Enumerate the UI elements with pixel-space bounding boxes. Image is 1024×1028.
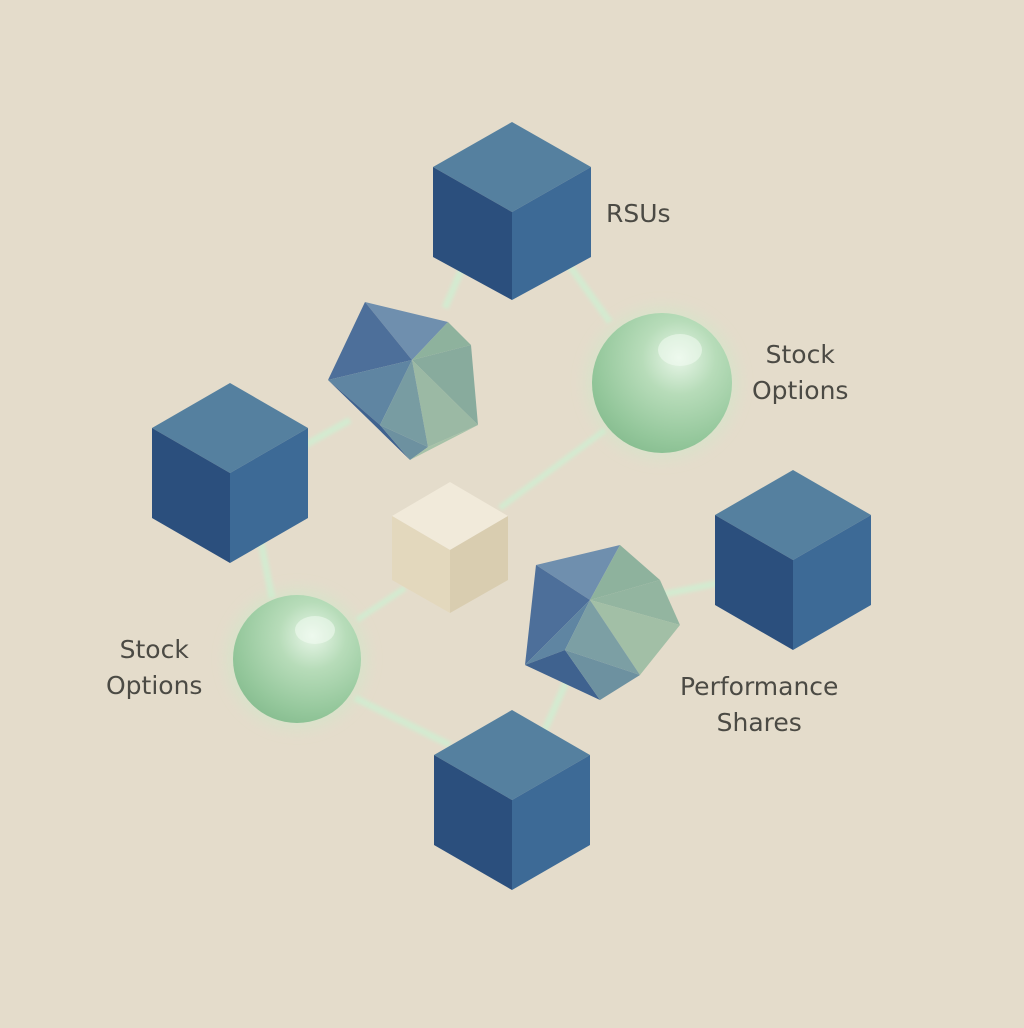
- label-stock-options-right-line1: Stock: [765, 340, 835, 369]
- sphere-stock-options-right: [578, 299, 746, 467]
- sphere-stock-options-left: [219, 581, 375, 737]
- label-rsus-text: RSUs: [606, 199, 671, 228]
- cube-bottom: [434, 710, 590, 890]
- label-performance-shares: Performance Shares: [680, 669, 838, 741]
- label-stock-options-left-line1: Stock: [119, 635, 189, 664]
- polyhedron-upper: [328, 302, 478, 460]
- center-cube: [392, 482, 508, 613]
- label-stock-options-left-line2: Options: [106, 671, 203, 700]
- label-stock-options-right-line2: Options: [752, 376, 849, 405]
- label-stock-options-right: Stock Options: [752, 337, 848, 409]
- label-rsus: RSUs: [606, 196, 671, 232]
- cube-rsus: [433, 122, 591, 300]
- connector-sphere-center-cube: [355, 585, 407, 623]
- cube-right: [715, 470, 871, 650]
- connector-sphere-center: [498, 427, 607, 511]
- connector-sphere-cube-bottom: [353, 694, 452, 749]
- label-stock-options-left: Stock Options: [106, 632, 202, 704]
- cube-left: [152, 383, 308, 563]
- label-performance-shares-line2: Shares: [716, 708, 802, 737]
- label-performance-shares-line1: Performance: [680, 672, 839, 701]
- polyhedron-lower: [525, 545, 680, 700]
